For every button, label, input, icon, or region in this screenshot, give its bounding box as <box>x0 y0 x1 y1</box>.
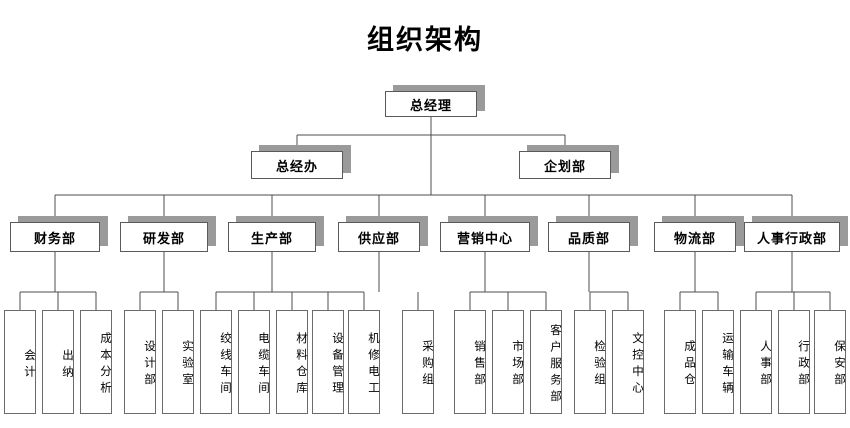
node-department-6[interactable]: 物流部 <box>654 222 736 252</box>
node-department-5[interactable]: 品质部 <box>548 222 630 252</box>
node-leaf-5-1[interactable]: 文控中心 <box>612 310 645 414</box>
node-leaf-2-3[interactable]: 设备管理 <box>312 310 345 414</box>
node-leaf-1-1[interactable]: 实验室 <box>162 310 195 414</box>
node-department-7[interactable]: 人事行政部 <box>744 222 840 252</box>
page-title: 组织架构 <box>367 25 483 56</box>
node-department-3[interactable]: 供应部 <box>338 222 420 252</box>
node-leaf-0-2[interactable]: 成本分析 <box>80 310 113 414</box>
node-leaf-6-1[interactable]: 运输车辆 <box>702 310 735 414</box>
node-leaf-6-0[interactable]: 成品仓 <box>664 310 697 414</box>
node-leaf-7-2[interactable]: 保安部 <box>814 310 847 414</box>
node-leaf-4-2[interactable]: 客户服务部 <box>530 310 563 414</box>
node-root-general-manager[interactable]: 总经理 <box>385 91 477 117</box>
node-leaf-7-0[interactable]: 人事部 <box>740 310 773 414</box>
node-leaf-3-0[interactable]: 采购组 <box>402 310 435 414</box>
node-leaf-0-1[interactable]: 出纳 <box>42 310 75 414</box>
node-leaf-4-0[interactable]: 销售部 <box>454 310 487 414</box>
node-leaf-2-0[interactable]: 绞线车间 <box>200 310 233 414</box>
node-leaf-2-4[interactable]: 机修电工 <box>348 310 381 414</box>
node-leaf-7-1[interactable]: 行政部 <box>778 310 811 414</box>
node-leaf-4-1[interactable]: 市场部 <box>492 310 525 414</box>
node-leaf-0-0[interactable]: 会计 <box>4 310 37 414</box>
node-department-1[interactable]: 研发部 <box>120 222 208 252</box>
node-leaf-2-1[interactable]: 电缆车间 <box>238 310 271 414</box>
node-department-0[interactable]: 财务部 <box>10 222 100 252</box>
node-leaf-1-0[interactable]: 设计部 <box>124 310 157 414</box>
node-level2-planning-dept[interactable]: 企划部 <box>519 151 611 179</box>
node-department-4[interactable]: 营销中心 <box>440 222 530 252</box>
node-department-2[interactable]: 生产部 <box>228 222 316 252</box>
node-leaf-5-0[interactable]: 检验组 <box>574 310 607 414</box>
node-level2-general-office[interactable]: 总经办 <box>251 151 343 179</box>
node-leaf-2-2[interactable]: 材料仓库 <box>276 310 309 414</box>
